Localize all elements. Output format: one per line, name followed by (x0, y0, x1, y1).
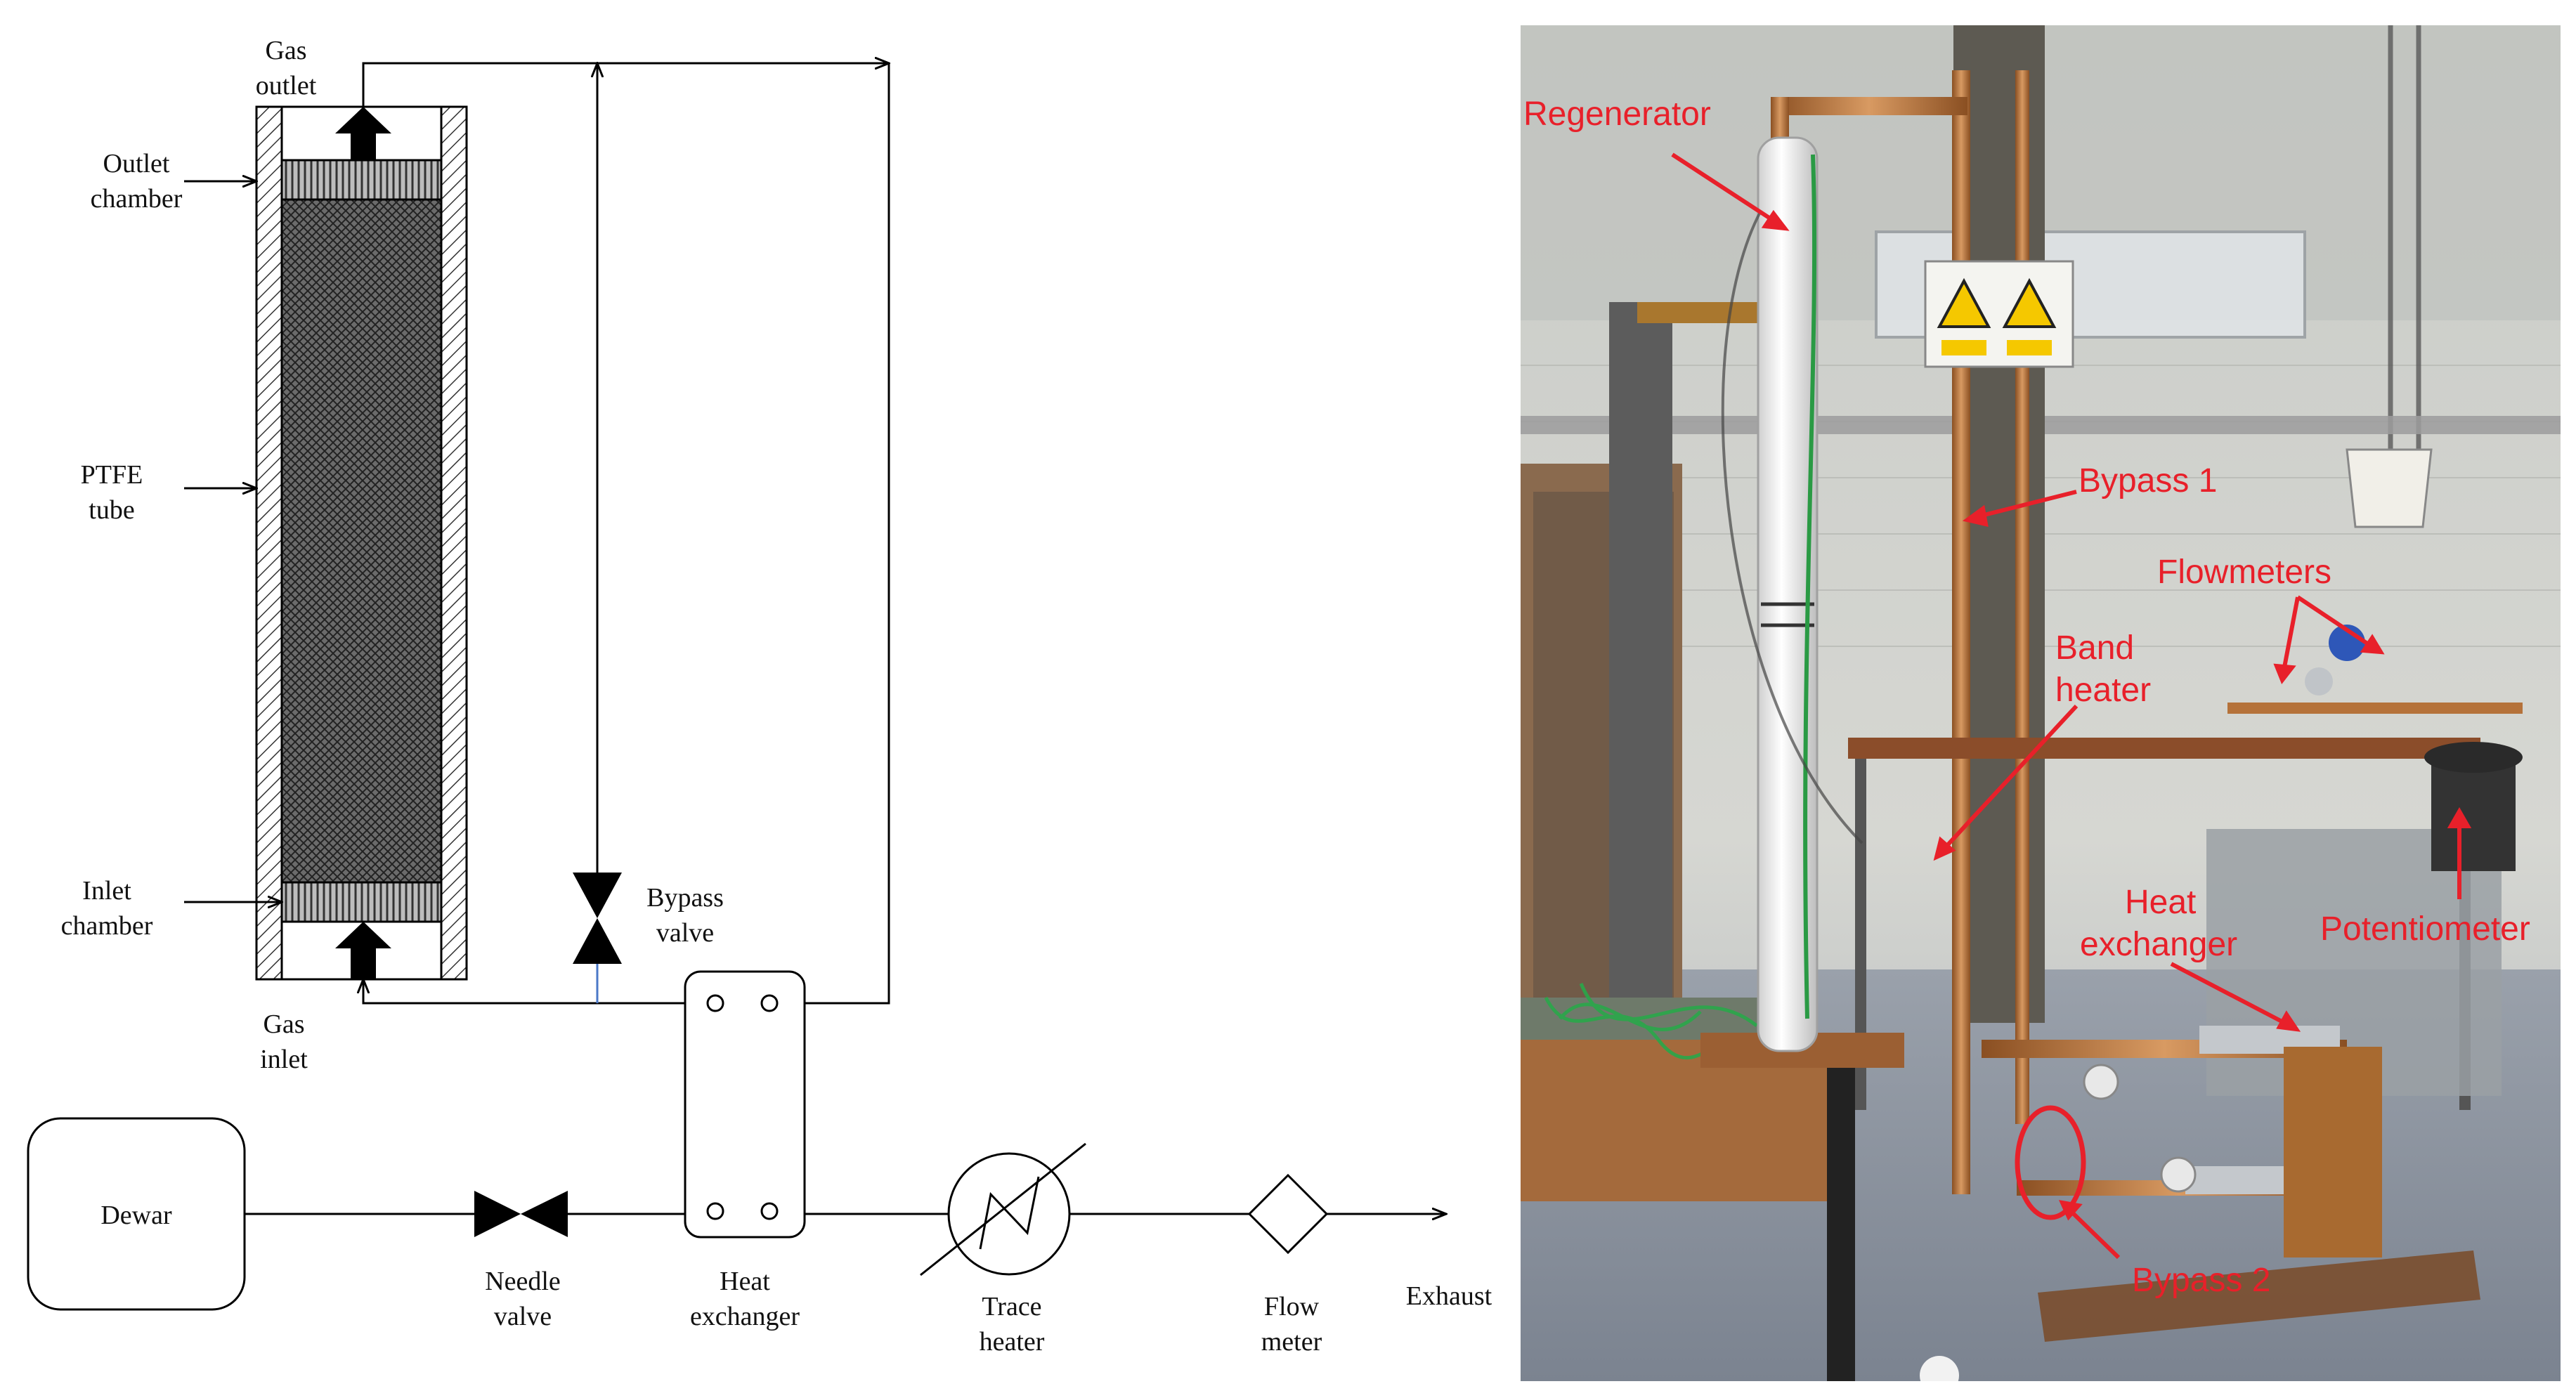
needle-valve-icon (474, 1191, 568, 1237)
piping (245, 63, 1446, 1214)
heat-exchanger-block (2284, 1047, 2382, 1257)
packed-bed (280, 198, 443, 884)
bypass2-annotation: Bypass 2 (2132, 1262, 2270, 1299)
warning-triangle-icon (2002, 277, 2057, 328)
warning-triangle-icon (1937, 277, 1991, 328)
dewar-label: Dewar (100, 1201, 172, 1230)
outlet-line (362, 63, 889, 107)
ptfe-tube-wall-left (255, 105, 283, 981)
bypass1-annotation: Bypass 1 (2079, 462, 2217, 499)
inlet-flow-arrow-icon (335, 922, 391, 979)
experimental-rig-photo: Regenerator Bypass 1 Flowmeters Bandheat… (1521, 25, 2561, 1381)
bypass1-pipe (1952, 70, 1970, 1194)
flowmeters-annotation: Flowmeters (2157, 554, 2331, 591)
heat-exchanger-icon (684, 970, 806, 1239)
bench-top (1848, 738, 2480, 759)
inlet-chamber (280, 881, 443, 923)
outlet-flow-arrow-icon (335, 107, 391, 160)
trace-heater-icon (920, 1142, 1086, 1276)
warning-sign (1924, 260, 2074, 368)
ptfe-tube-wall-right (440, 105, 468, 981)
bypass2-highlight (2015, 1105, 2086, 1220)
exhaust-label: Exhaust (1406, 1281, 1492, 1311)
dewar-box (27, 1117, 246, 1311)
regenerator-column (255, 105, 468, 981)
outlet-chamber (280, 159, 443, 201)
flow-meter-icon (1247, 1173, 1329, 1255)
regenerator-annotation: Regenerator (1523, 96, 1711, 133)
inlet-line (363, 979, 685, 1005)
label-pointers (184, 181, 282, 902)
regenerator-tube (1757, 136, 1819, 1052)
return-line (805, 63, 890, 1005)
potentiometer-annotation: Potentiometer (2320, 910, 2530, 948)
bypass-valve-icon (573, 873, 622, 964)
annotation-arrows (1671, 152, 2472, 1260)
